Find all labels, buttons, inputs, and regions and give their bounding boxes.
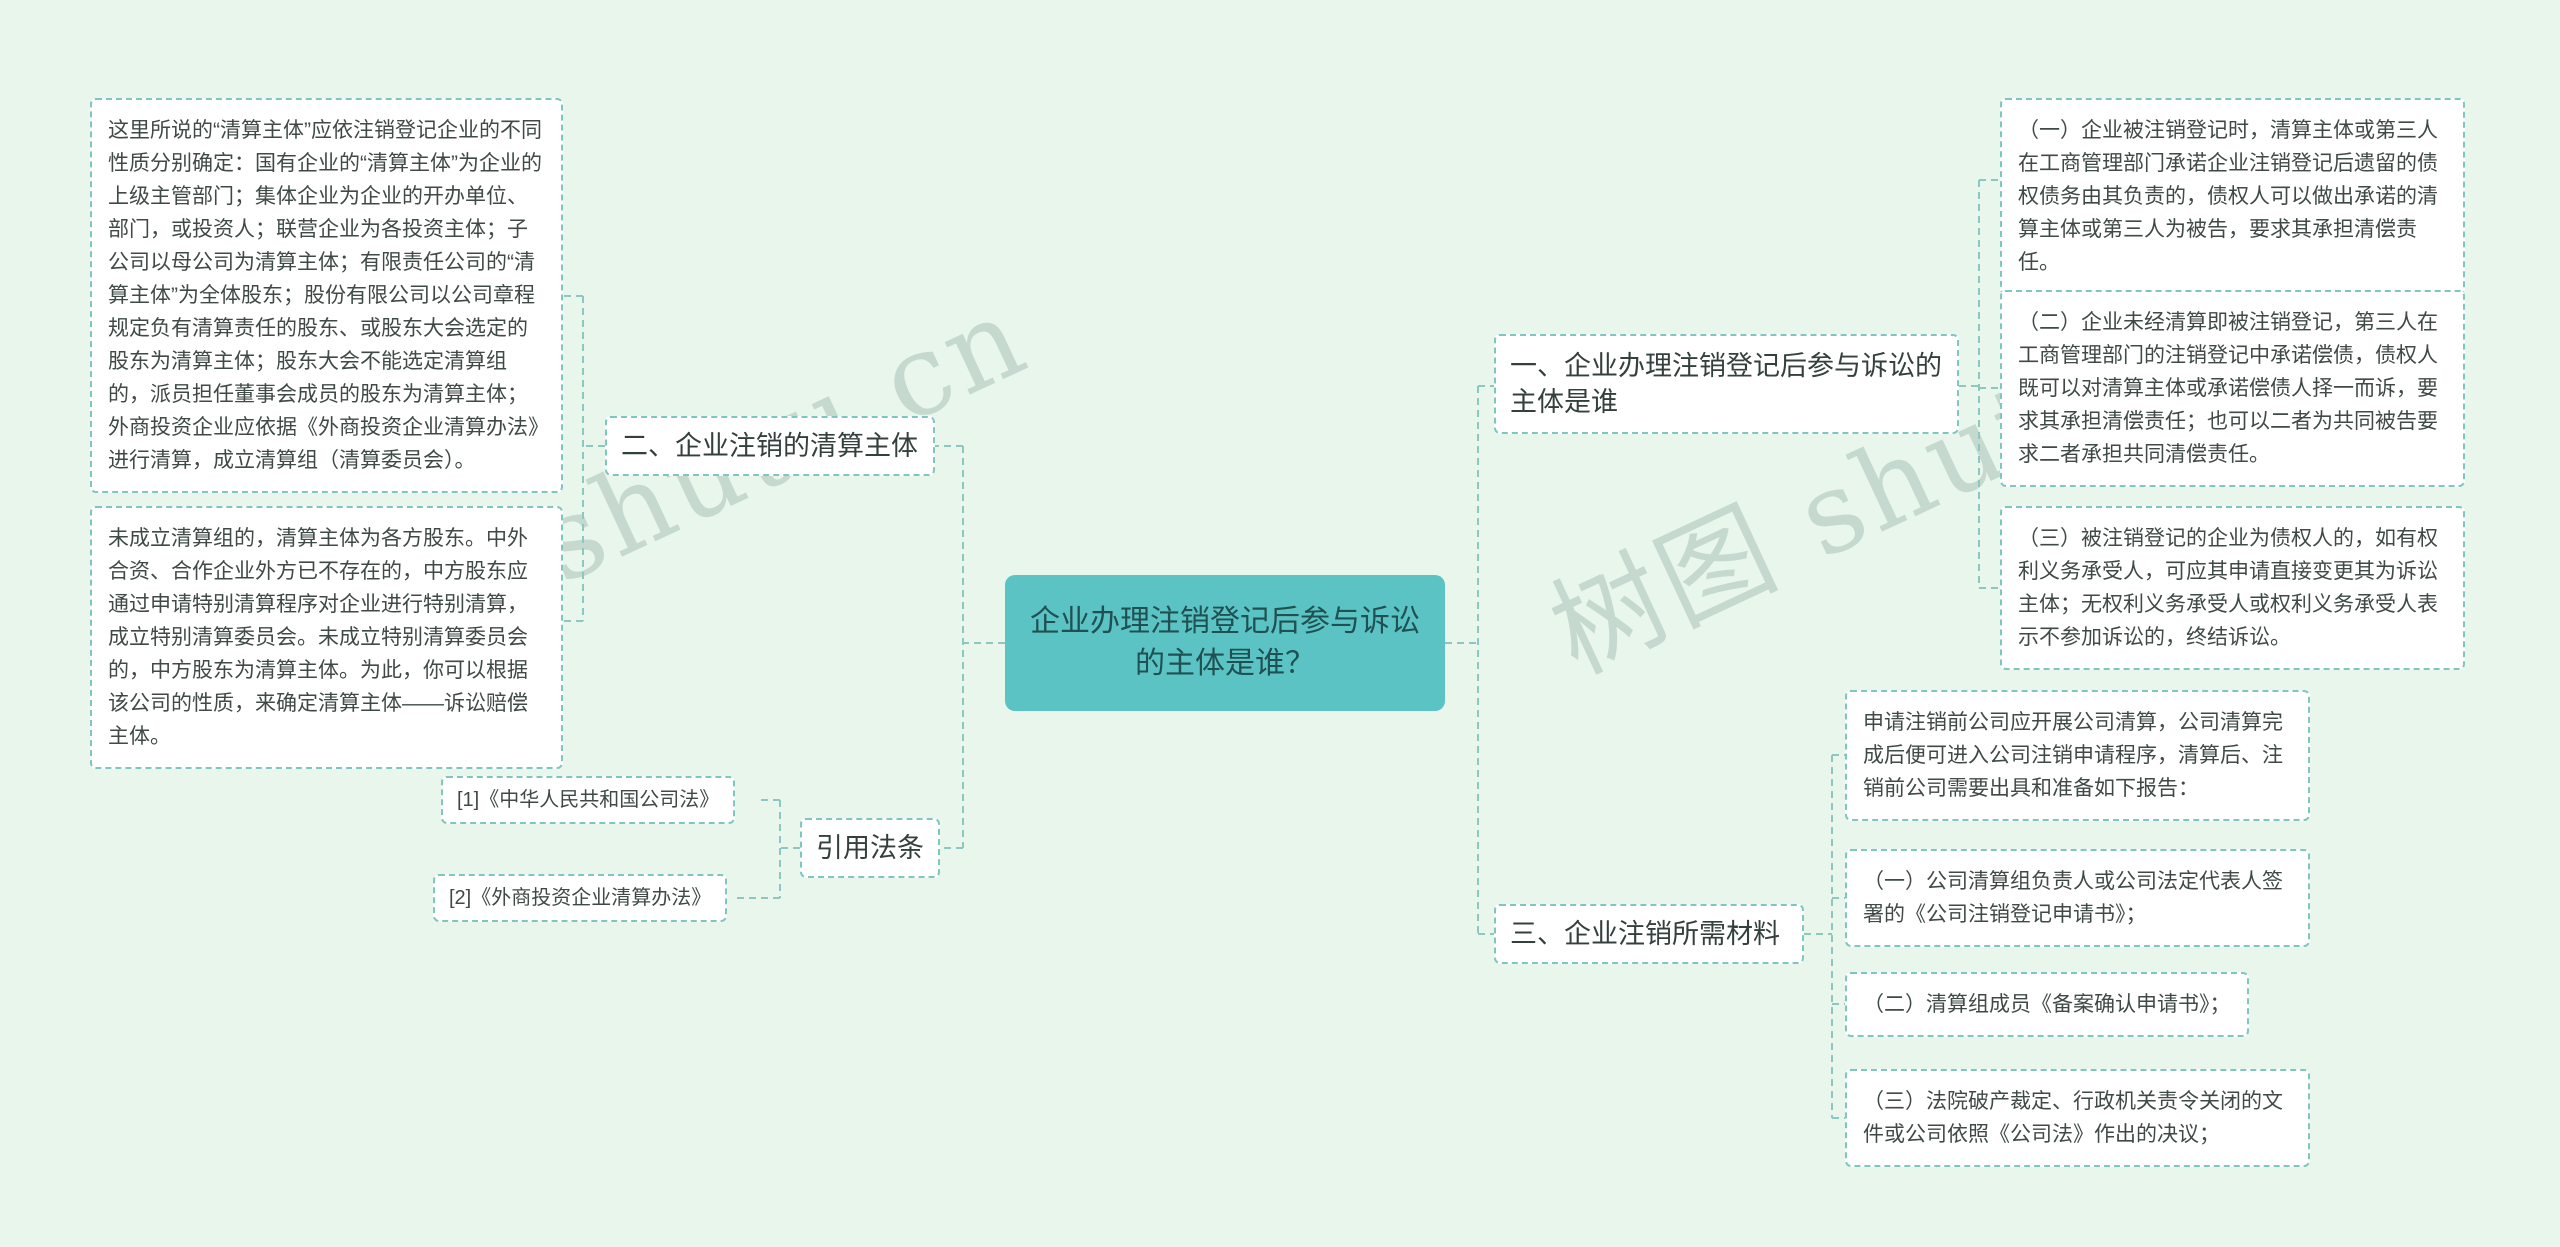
connector-subject-branch xyxy=(1959,179,2000,589)
central-topic[interactable]: 企业办理注销登记后参与诉讼的主体是谁？ xyxy=(1005,575,1445,711)
subject-item-3[interactable]: （三）被注销登记的企业为债权人的，如有权利义务承受人，可应其申请直接变更其为诉讼… xyxy=(2000,506,2465,670)
topic-required-materials[interactable]: 三、企业注销所需材料 xyxy=(1494,904,1804,964)
connector-materials-branch xyxy=(1804,754,1845,1119)
topic-liquidation-subject[interactable]: 二、企业注销的清算主体 xyxy=(605,416,935,476)
materials-item-3[interactable]: （三）法院破产裁定、行政机关责令关闭的文件或公司依照《公司法》作出的决议； xyxy=(1845,1069,2310,1167)
connector-law-branch xyxy=(735,799,800,899)
materials-item-1[interactable]: （一）公司清算组负责人或公司法定代表人签署的《公司注销登记申请书》； xyxy=(1845,849,2310,947)
connector-central-right xyxy=(1445,385,1494,935)
connector-liquidation-branch xyxy=(563,295,605,622)
materials-item-2[interactable]: （二）清算组成员《备案确认申请书》； xyxy=(1845,972,2249,1037)
note-no-liquidation-group[interactable]: 未成立清算组的，清算主体为各方股东。中外合资、合作企业外方已不存在的，中方股东应… xyxy=(90,506,563,769)
topic-litigation-subject[interactable]: 一、企业办理注销登记后参与诉讼的主体是谁 xyxy=(1494,334,1959,434)
note-liquidation-definition[interactable]: 这里所说的“清算主体”应依注销登记企业的不同性质分别确定：国有企业的“清算主体”… xyxy=(90,98,563,493)
law-item-2[interactable]: [2]《外商投资企业清算办法》 xyxy=(433,874,728,922)
materials-intro[interactable]: 申请注销前公司应开展公司清算，公司清算完成后便可进入公司注销申请程序，清算后、注… xyxy=(1845,690,2310,821)
subject-item-2[interactable]: （二）企业未经清算即被注销登记，第三人在工商管理部门的注销登记中承诺偿债，债权人… xyxy=(2000,290,2465,487)
connector-central-left xyxy=(935,445,1005,849)
subject-item-1[interactable]: （一）企业被注销登记时，清算主体或第三人在工商管理部门承诺企业注销登记后遗留的债… xyxy=(2000,98,2465,295)
topic-cited-laws[interactable]: 引用法条 xyxy=(800,818,940,878)
law-item-1[interactable]: [1]《中华人民共和国公司法》 xyxy=(441,776,736,824)
